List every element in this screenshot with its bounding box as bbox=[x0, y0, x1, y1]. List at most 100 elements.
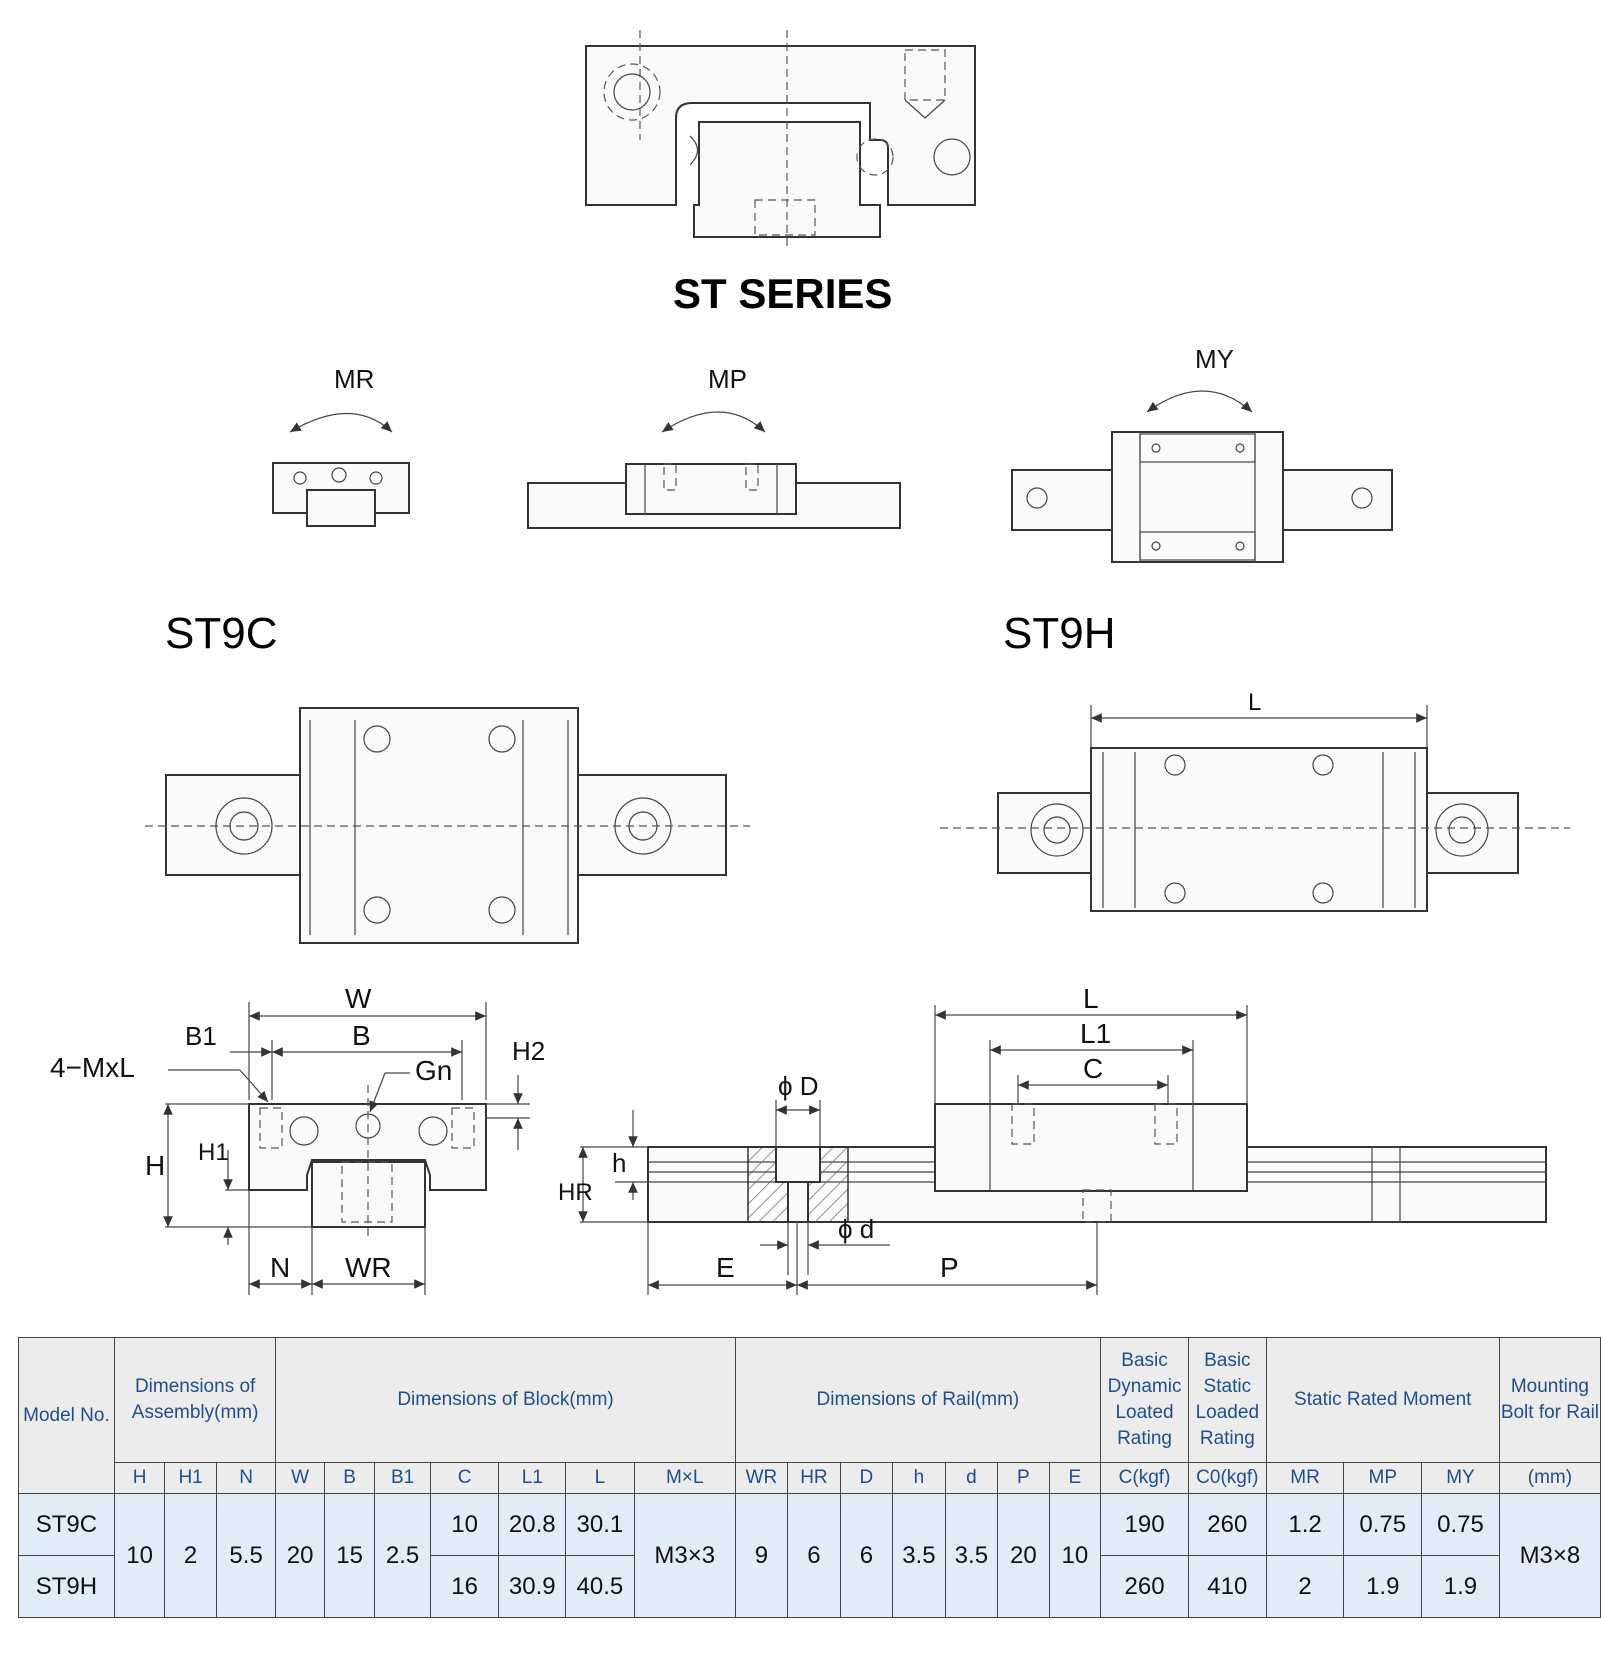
cell-B1: 2.5 bbox=[374, 1493, 431, 1618]
cell-W: 20 bbox=[275, 1493, 325, 1618]
dim-L-topview: L bbox=[1248, 689, 1261, 716]
dim-H2: H2 bbox=[512, 1036, 545, 1066]
dim-H1: H1 bbox=[198, 1139, 229, 1166]
row-model: ST9C bbox=[18, 1493, 115, 1556]
hdr-static: Basic Static Loaded Rating bbox=[1187, 1337, 1267, 1463]
mp-label: MP bbox=[708, 364, 747, 394]
model-left-title: ST9C bbox=[165, 609, 277, 658]
spec-table: Model No. Dimensions of Assembly(mm) Dim… bbox=[18, 1337, 1601, 1618]
dim-L1: L1 bbox=[1080, 1018, 1111, 1049]
dim-phiD: ϕ D bbox=[778, 1071, 819, 1101]
dim-B: B bbox=[352, 1020, 371, 1051]
cross-section-top bbox=[585, 30, 976, 250]
st9h-top-view: L bbox=[940, 689, 1570, 912]
cell-C0kgf: 410 bbox=[1187, 1555, 1267, 1618]
cell-L1: 20.8 bbox=[498, 1493, 567, 1556]
cell-MR: 1.2 bbox=[1265, 1493, 1345, 1556]
dim-B1: B1 bbox=[185, 1021, 217, 1051]
model-right-title: ST9H bbox=[1003, 609, 1115, 658]
sub-P: P bbox=[997, 1462, 1050, 1494]
technical-drawing: ST SERIES MR MP MY ST9C ST9H bbox=[50, 30, 1570, 1295]
cell-P: 20 bbox=[997, 1493, 1050, 1618]
sub-d: d bbox=[944, 1462, 999, 1494]
cell-D: 6 bbox=[839, 1493, 894, 1618]
cell-C: 16 bbox=[429, 1555, 500, 1618]
cell-L: 40.5 bbox=[565, 1555, 635, 1618]
table-row: ST9C 10 2 5.5 20 15 2.5 10 20.8 30.1 M3×… bbox=[18, 1493, 1601, 1618]
hdr-model: Model No. bbox=[18, 1337, 115, 1494]
hdr-moment: Static Rated Moment bbox=[1265, 1337, 1500, 1463]
side-section-dimensioned: L L1 C ϕ D h HR ϕ d E P bbox=[558, 983, 1547, 1295]
cell-B: 15 bbox=[323, 1493, 376, 1618]
sub-N: N bbox=[215, 1462, 277, 1494]
cell-MR: 2 bbox=[1265, 1555, 1345, 1618]
dim-WR: WR bbox=[345, 1252, 392, 1283]
sub-E: E bbox=[1048, 1462, 1102, 1494]
dim-HR: HR bbox=[558, 1179, 593, 1206]
cell-Ckgf: 190 bbox=[1100, 1493, 1189, 1556]
cell-C0kgf: 260 bbox=[1187, 1493, 1267, 1556]
dim-C: C bbox=[1083, 1053, 1103, 1084]
dim-H: H bbox=[145, 1150, 165, 1181]
sub-h: h bbox=[892, 1462, 946, 1494]
sub-C0kgf: C0(kgf) bbox=[1187, 1462, 1267, 1494]
moment-mp-diagram: MP bbox=[527, 364, 901, 529]
hdr-bolt: Mounting Bolt for Rail bbox=[1498, 1337, 1601, 1463]
sub-L1: L1 bbox=[498, 1462, 567, 1494]
cell-H: 10 bbox=[113, 1493, 166, 1618]
sub-L: L bbox=[565, 1462, 635, 1494]
front-section-dimensioned: W B B1 4−MxL Gn H2 H H1 N WR bbox=[50, 983, 545, 1295]
dim-phid: ϕ d bbox=[838, 1214, 874, 1244]
cell-MxL: M3×3 bbox=[633, 1493, 736, 1618]
sub-H: H bbox=[113, 1462, 166, 1494]
sub-D: D bbox=[839, 1462, 894, 1494]
dim-h: h bbox=[612, 1148, 626, 1178]
cell-MY: 0.75 bbox=[1421, 1493, 1500, 1556]
sub-WR: WR bbox=[734, 1462, 789, 1494]
dim-N: N bbox=[270, 1252, 290, 1283]
sub-Ckgf: C(kgf) bbox=[1100, 1462, 1189, 1494]
cell-N: 5.5 bbox=[215, 1493, 277, 1618]
cell-Ckgf: 260 bbox=[1100, 1555, 1189, 1618]
cell-WR: 9 bbox=[734, 1493, 789, 1618]
cell-HR: 6 bbox=[787, 1493, 841, 1618]
hdr-block: Dimensions of Block(mm) bbox=[275, 1337, 736, 1463]
hdr-assembly: Dimensions of Assembly(mm) bbox=[113, 1337, 277, 1463]
mr-label: MR bbox=[334, 364, 374, 394]
table-row: ST9H 16 30.9 40.5 260 410 2 1.9 1.9 bbox=[18, 1555, 1601, 1618]
sub-MP: MP bbox=[1343, 1462, 1423, 1494]
series-title: ST SERIES bbox=[673, 270, 892, 317]
cell-L: 30.1 bbox=[565, 1493, 635, 1556]
sub-W: W bbox=[275, 1462, 325, 1494]
cell-h: 3.5 bbox=[892, 1493, 946, 1618]
st9c-top-view bbox=[145, 707, 750, 944]
sub-B1: B1 bbox=[374, 1462, 431, 1494]
sub-mm: (mm) bbox=[1498, 1462, 1601, 1494]
sub-MY: MY bbox=[1421, 1462, 1500, 1494]
moment-my-diagram: MY bbox=[1011, 344, 1393, 563]
cell-MP: 0.75 bbox=[1343, 1493, 1423, 1556]
sub-C: C bbox=[429, 1462, 500, 1494]
sub-MR: MR bbox=[1265, 1462, 1345, 1494]
sub-H1: H1 bbox=[164, 1462, 217, 1494]
sub-B: B bbox=[323, 1462, 376, 1494]
hdr-rail: Dimensions of Rail(mm) bbox=[734, 1337, 1102, 1463]
sub-MxL: M×L bbox=[633, 1462, 736, 1494]
cell-L1: 30.9 bbox=[498, 1555, 567, 1618]
cell-E: 10 bbox=[1048, 1493, 1102, 1618]
dim-MxL: 4−MxL bbox=[50, 1052, 135, 1083]
dim-Gn: Gn bbox=[415, 1055, 452, 1086]
dim-E: E bbox=[716, 1252, 735, 1283]
sub-HR: HR bbox=[787, 1462, 841, 1494]
cell-MP: 1.9 bbox=[1343, 1555, 1423, 1618]
row-model: ST9H bbox=[18, 1555, 115, 1618]
cell-bolt: M3×8 bbox=[1498, 1493, 1601, 1618]
dim-L-side: L bbox=[1083, 983, 1099, 1014]
cell-MY: 1.9 bbox=[1421, 1555, 1500, 1618]
moment-mr-diagram: MR bbox=[272, 364, 410, 527]
dim-P: P bbox=[940, 1252, 959, 1283]
dim-W: W bbox=[345, 983, 372, 1014]
cell-C: 10 bbox=[429, 1493, 500, 1556]
my-label: MY bbox=[1195, 344, 1234, 374]
cell-H1: 2 bbox=[164, 1493, 217, 1618]
